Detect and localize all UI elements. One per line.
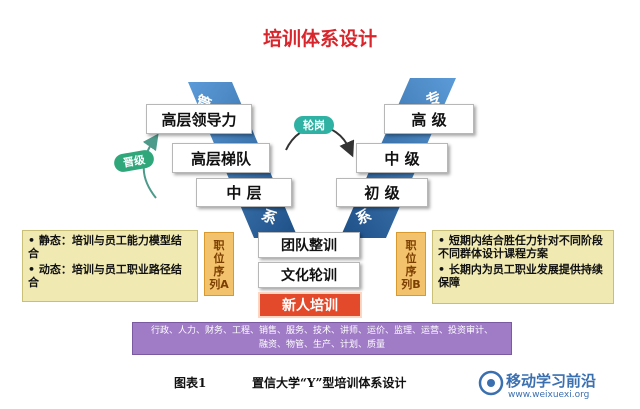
team-training: 团队整训: [258, 232, 360, 258]
departments-bar: 行政、人力、财务、工程、销售、服务、技术、讲师、运价、监理、运营、投资审计、 融…: [132, 322, 512, 355]
left-note-item-2: • 动态：培训与员工职业路径结合: [28, 263, 182, 289]
position-sequence-b: 职位序列B: [396, 232, 426, 296]
right-note-item-2: • 长期内为员工职业发展提供持续保障: [438, 263, 603, 289]
level-junior: 初 级: [336, 178, 428, 207]
rotation-label: 轮岗: [294, 116, 334, 134]
figure-caption: 置信大学“Y”型培训体系设计: [252, 376, 407, 390]
culture-rotation-training: 文化轮训: [258, 262, 360, 288]
level-middle: 中 层: [196, 178, 292, 207]
position-sequence-a: 职位序列A: [204, 232, 234, 296]
level-senior-echelon: 高层梯队: [172, 143, 270, 173]
right-note: • 短期内结合胜任力针对不同阶段不同群体设计课程方案 • 长期内为员工职业发展提…: [432, 230, 614, 304]
promotion-arrow: [142, 133, 159, 199]
diagram-title: 培训体系设计: [262, 28, 377, 50]
left-note-item-1: • 静态：培训与员工能力模型结合: [28, 234, 182, 260]
watermark-name: 移动学习前沿: [506, 372, 597, 390]
figure-number: 图表1: [174, 376, 207, 390]
watermark-logo-icon: [478, 370, 504, 396]
left-note: • 静态：培训与员工能力模型结合 • 动态：培训与员工职业路径结合: [22, 230, 198, 302]
new-hire-training: 新人培训: [258, 292, 362, 318]
level-senior: 高 级: [384, 104, 474, 134]
watermark-url: www.weixuexi.org: [508, 390, 590, 400]
departments-line-1: 行政、人力、财务、工程、销售、服务、技术、讲师、运价、监理、运营、投资审计、: [150, 326, 493, 336]
level-intermediate: 中 级: [356, 143, 448, 173]
level-senior-leadership: 高层领导力: [146, 104, 252, 134]
departments-line-2: 融资、物管、生产、计划、质量: [258, 340, 385, 350]
right-note-item-1: • 短期内结合胜任力针对不同阶段不同群体设计课程方案: [438, 234, 603, 260]
